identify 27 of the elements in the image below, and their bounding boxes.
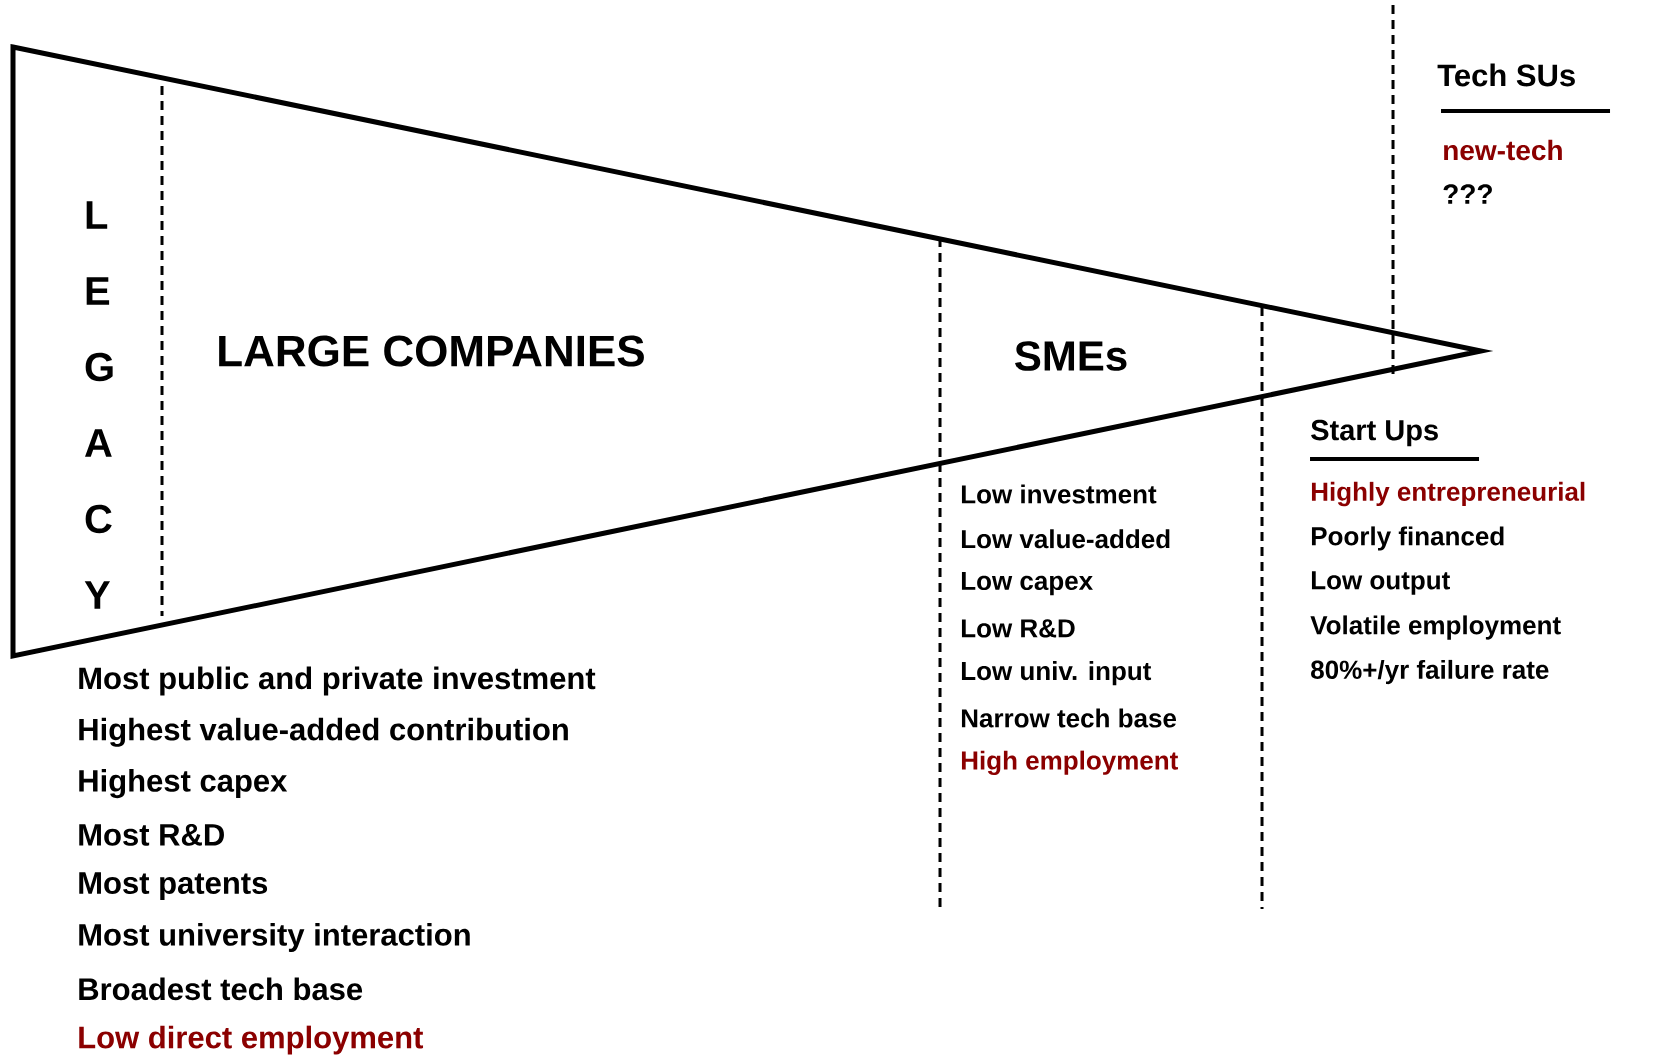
list-item: Highest value-added contribution	[79, 717, 568, 747]
list-item: Low R&D	[961, 619, 1075, 638]
list-item: Narrow tech base	[961, 708, 1177, 728]
heading: Start Ups	[1311, 419, 1438, 447]
list-item: Low univ. input	[961, 661, 1152, 686]
list-item: Low capex	[961, 571, 1093, 596]
list-item: ???	[1443, 184, 1492, 204]
list-item: Broadest tech base	[79, 977, 363, 1001]
list-item: Highest capex	[79, 769, 288, 799]
list-item: Low output	[1311, 571, 1450, 595]
list-item: Low investment	[961, 484, 1157, 504]
heading: Tech SUs	[1437, 63, 1575, 87]
list-item: Low value-added	[961, 529, 1170, 549]
region-title: SMEs	[1015, 341, 1127, 371]
list-item: Most patents	[79, 872, 268, 901]
list-item: Most R&D	[79, 824, 224, 846]
list-item: Poorly financed	[1311, 526, 1504, 551]
list-item: Most public and private investment	[79, 666, 596, 696]
list-item: Most university interaction	[79, 923, 470, 952]
list-item: High employment	[961, 750, 1178, 775]
list-item: new-tech	[1444, 139, 1562, 161]
list-item: Volatile employment	[1310, 615, 1561, 640]
region-title: LARGE COMPANIES	[219, 335, 644, 367]
vertical-letters: L E G A C Y	[84, 201, 113, 609]
list-item: Low direct employment	[79, 1025, 424, 1055]
list-item: 80%+/yr failure rate	[1311, 659, 1549, 685]
list-item: Highly entrepreneurial	[1311, 481, 1585, 507]
